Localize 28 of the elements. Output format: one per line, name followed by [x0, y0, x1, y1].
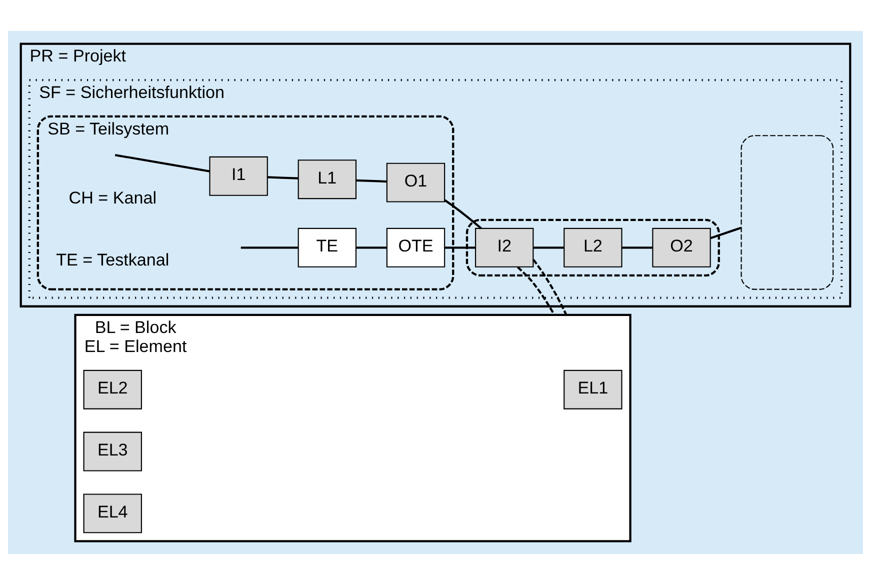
connector [622, 246, 653, 248]
connector [710, 226, 742, 239]
connector [356, 246, 387, 248]
node-box: OTE [386, 227, 446, 267]
cluster [466, 218, 720, 276]
node-box: EL4 [83, 493, 142, 533]
node-box: TE [298, 227, 357, 267]
node-box: I2 [475, 227, 534, 267]
connector [517, 266, 556, 315]
node-box [740, 134, 834, 290]
connector [114, 154, 210, 172]
node-box: L1 [298, 159, 357, 199]
node-box: I1 [209, 156, 268, 196]
connector [532, 258, 568, 315]
node-box: O1 [386, 162, 446, 202]
node-box: EL2 [83, 369, 142, 409]
node-box: EL3 [83, 431, 142, 471]
node-box: L2 [564, 227, 622, 267]
connector [444, 198, 482, 229]
connector [533, 246, 564, 248]
connector [267, 176, 298, 179]
label: TE = Testkanal [56, 250, 170, 270]
connector [356, 178, 387, 182]
label: CH = Kanal [68, 188, 156, 208]
connector [444, 246, 476, 248]
connector [240, 246, 298, 248]
node-box: EL1 [564, 369, 622, 409]
node-box: O2 [652, 227, 711, 267]
